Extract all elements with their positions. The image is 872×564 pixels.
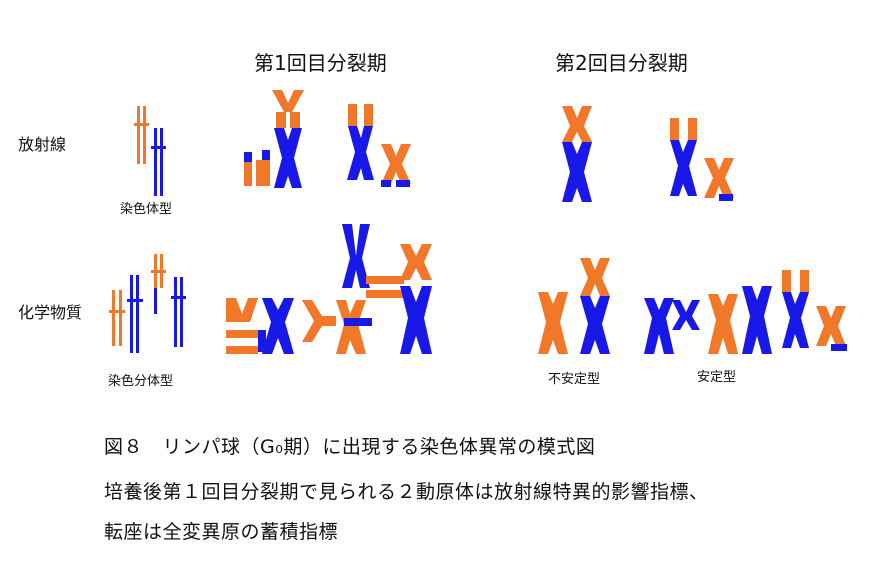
chemical-unstable-1 (538, 292, 568, 354)
chemical-quadriradial (342, 224, 432, 354)
chemical-stable-2 (708, 294, 738, 354)
chemical-blue-x (258, 298, 294, 354)
chemical-unstable-2 (580, 258, 610, 354)
chemical-stable-1 (644, 298, 700, 354)
chemical-stable-3 (742, 286, 772, 354)
chemical-stable-4 (782, 270, 809, 348)
radiation-phase2-fragment (704, 158, 734, 201)
radiation-dicentric-2 (347, 104, 374, 180)
radiation-fragments (244, 150, 270, 186)
phase2-header: 第2回目分裂期 (555, 51, 688, 75)
phase1-header: 第1回目分裂期 (254, 51, 387, 75)
label-stable: 安定型 (697, 370, 737, 385)
radiation-dicentric-1 (272, 90, 304, 188)
chromosome-type-schematic (134, 106, 166, 196)
caption-line-3: 転座は全変異原の蓄積指標 (104, 521, 339, 543)
label-chromatid-type: 染色分体型 (108, 374, 174, 389)
chemical-triradial (302, 300, 372, 354)
chromatid-type-schematic (109, 254, 186, 353)
row-label-chemical: 化学物質 (18, 303, 83, 322)
row-label-radiation: 放射線 (18, 135, 67, 154)
radiation-phase2-chrom-2 (670, 118, 697, 196)
radiation-acentric-ring (381, 144, 411, 187)
caption-line-1: 図８ リンパ球（G₀期）に出現する染色体異常の模式図 (104, 436, 596, 458)
radiation-phase2-chrom-1 (562, 106, 592, 202)
chemical-stable-5 (816, 306, 847, 351)
label-unstable: 不安定型 (548, 372, 601, 387)
label-chromosome-type: 染色体型 (120, 202, 173, 217)
caption-line-2: 培養後第１回目分裂期で見られる２動原体は放射線特異的影響指標、 (104, 481, 709, 503)
chemical-orange-ring (226, 298, 258, 354)
